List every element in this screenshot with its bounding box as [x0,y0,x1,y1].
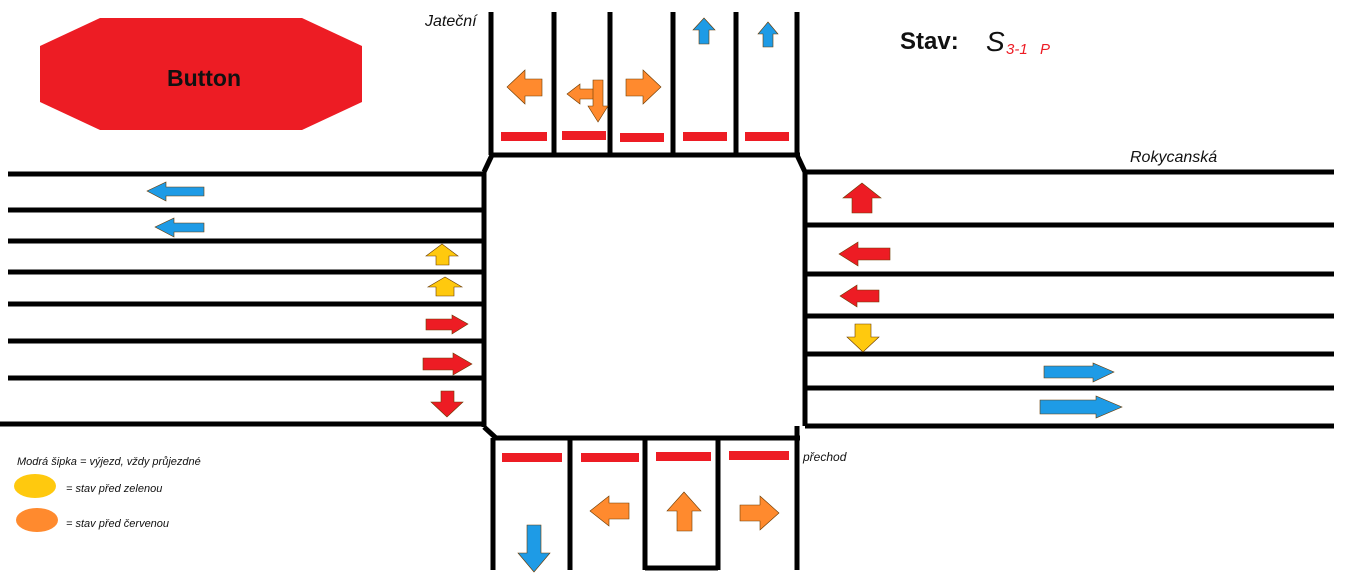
signal-arrows [146,17,1123,573]
orange-down-arrow [587,79,609,123]
stop-bar [581,453,639,462]
red-up-arrow [842,182,882,214]
orange-up-arrow [666,491,702,532]
main-button[interactable]: Button [40,18,362,130]
blue-up-arrow [757,21,779,48]
crosswalk-label: přechod [802,450,847,464]
state-subscript: 3-1 [1006,41,1028,58]
red-right-arrow [422,352,473,376]
orange-right-arrow [625,69,662,105]
orange-left-arrow [506,69,543,105]
stop-bar [501,132,547,141]
legend-yellow-swatch [14,474,56,498]
state-label: Stav: [900,28,959,55]
state-suffix: P [1040,41,1050,58]
orange-left-arrow [566,83,595,105]
yellow-down-arrow [846,323,880,353]
stop-bar [745,132,789,141]
red-left-arrow [839,284,880,308]
stop-bar [502,453,562,462]
legend-orange-swatch [16,508,58,532]
street-name-north: Jateční [424,13,478,30]
legend-yellow-text: = stav před zelenou [66,483,162,495]
legend-blue-text: Modrá šipka = výjezd, vždy průjezdné [17,456,201,468]
stop-bars [501,131,789,462]
blue-left-arrow [146,181,205,202]
button-shape[interactable] [40,18,362,130]
stop-bar [729,451,789,460]
legend: Modrá šipka = výjezd, vždy průjezdné = s… [14,456,201,532]
yellow-up-arrow [426,276,464,297]
blue-up-arrow [692,17,716,45]
button-label[interactable]: Button [167,65,241,91]
street-name-east: Rokycanská [1130,149,1217,166]
stop-bar [620,133,664,142]
red-left-arrow [838,241,891,267]
blue-left-arrow [154,217,205,238]
road-markings [0,12,1334,571]
yellow-up-arrow [425,243,459,266]
stop-bar [656,452,711,461]
orange-right-arrow [739,495,780,531]
orange-left-arrow [589,495,630,527]
legend-orange-text: = stav před červenou [66,518,169,530]
stop-bar [683,132,727,141]
blue-right-arrow [1039,395,1123,419]
blue-down-arrow [517,524,551,573]
state-symbol: S [986,26,1005,57]
stop-bar [562,131,606,140]
red-right-arrow [425,314,469,335]
state-indicator: Stav: S 3-1 P [900,26,1050,58]
blue-right-arrow [1043,362,1115,383]
red-down-arrow [430,390,464,418]
